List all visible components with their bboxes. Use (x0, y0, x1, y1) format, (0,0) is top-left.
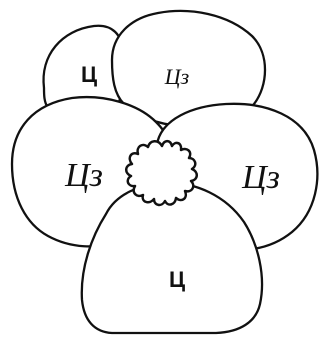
petal-top-left-label: Ц (81, 62, 97, 87)
petal-right-label: Цз (241, 159, 280, 196)
petal-top-right-label: Цз (164, 64, 189, 89)
flower-center (126, 141, 197, 205)
petal-bottom-label: Ц (169, 267, 185, 292)
petal-left-label: Цз (64, 157, 103, 194)
